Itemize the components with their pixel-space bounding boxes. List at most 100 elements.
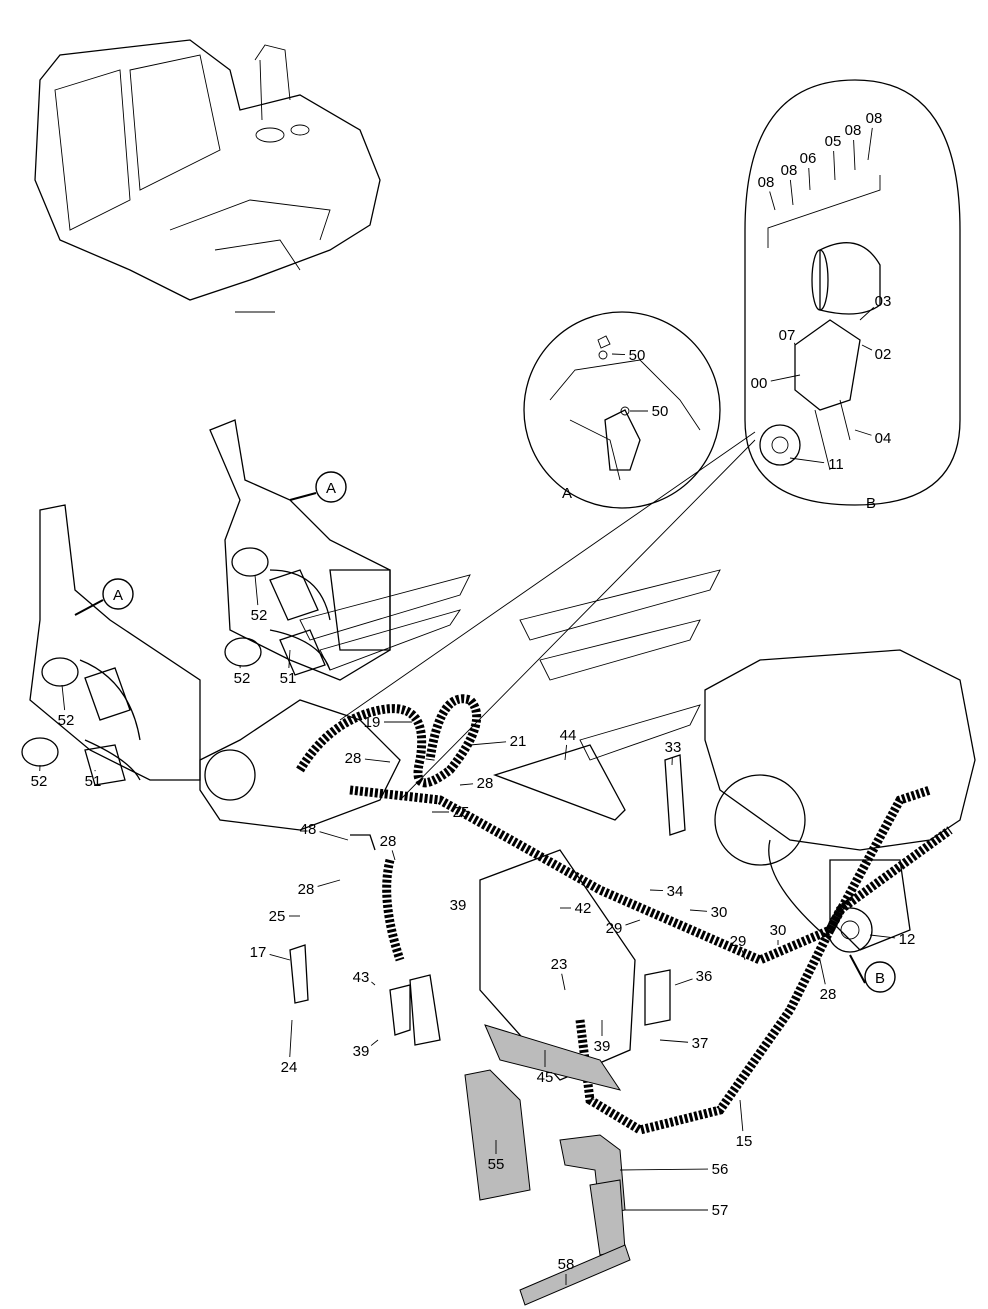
leader-line	[833, 150, 836, 181]
callout-28: 28	[345, 750, 362, 767]
leader-line	[269, 953, 291, 961]
condenser-and-parts	[289, 744, 686, 1306]
detail-view-a	[523, 311, 721, 509]
callout-39: 39	[594, 1038, 611, 1055]
callout-44: 44	[560, 727, 577, 744]
leader-line	[649, 889, 664, 892]
callout-36: 36	[696, 968, 713, 985]
background-arrows	[299, 431, 756, 801]
callout-39: 39	[450, 897, 467, 914]
callout-50: 50	[652, 403, 669, 420]
callout-08: 08	[866, 110, 883, 127]
callout-43: 43	[353, 969, 370, 986]
callout-05: 05	[825, 133, 842, 150]
leader-lines	[39, 127, 896, 1285]
callout-07: 07	[779, 327, 796, 344]
leader-line	[371, 981, 376, 986]
leader-line	[741, 950, 746, 961]
leader-line	[469, 741, 507, 746]
callout-56: 56	[712, 1161, 729, 1178]
leader-line	[370, 1039, 379, 1046]
reference-circle	[864, 961, 896, 993]
callout-29: 29	[730, 933, 747, 950]
leader-line	[289, 1019, 293, 1058]
callout-57: 57	[712, 1202, 729, 1219]
reference-circle	[102, 578, 134, 610]
callout-28: 28	[820, 986, 837, 1003]
callout-42: 42	[575, 900, 592, 917]
callout-58: 58	[558, 1256, 575, 1273]
callout-25: 25	[453, 804, 470, 821]
excavator-cab-overview	[34, 39, 381, 313]
callout-04: 04	[875, 430, 892, 447]
circled-ref-B: B	[875, 970, 885, 987]
leader-line	[254, 574, 259, 606]
leader-line	[867, 127, 873, 161]
leader-line	[288, 649, 291, 669]
leader-line	[739, 1099, 744, 1132]
leader-line	[789, 457, 825, 464]
callout-12: 12	[899, 931, 916, 948]
ac-hoses	[296, 694, 953, 1135]
callout-51: 51	[280, 670, 297, 687]
leader-line	[819, 959, 826, 985]
callout-37: 37	[692, 1035, 709, 1052]
leader-line	[789, 179, 794, 206]
leader-line	[808, 167, 811, 191]
callout-39: 39	[353, 1043, 370, 1060]
leader-line	[319, 831, 349, 841]
callout-55: 55	[488, 1156, 505, 1173]
callout-03: 03	[875, 293, 892, 310]
leader-line	[869, 934, 896, 939]
reference-arrow	[849, 954, 866, 984]
callout-B: B	[866, 495, 876, 512]
callout-51: 51	[85, 773, 102, 790]
callout-25: 25	[269, 908, 286, 925]
leader-line	[674, 978, 693, 986]
callout-08: 08	[781, 162, 798, 179]
callout-21: 21	[510, 733, 527, 750]
callout-15: 15	[736, 1133, 753, 1150]
callout-19: 19	[364, 714, 381, 731]
circled-ref-A: A	[113, 587, 123, 604]
reference-circle	[315, 471, 347, 503]
leader-line	[611, 353, 626, 356]
callout-00: 00	[751, 375, 768, 392]
leader-line	[391, 850, 396, 861]
leader-line	[364, 758, 391, 763]
callout-08: 08	[845, 122, 862, 139]
reference-arrow	[74, 599, 104, 616]
callout-33: 33	[665, 739, 682, 756]
callout-52: 52	[31, 773, 48, 790]
leader-line	[459, 783, 474, 786]
callout-A: A	[562, 485, 572, 502]
leader-line	[564, 744, 568, 761]
circled-references: A A B	[74, 471, 896, 993]
leader-line	[689, 909, 708, 912]
callout-17: 17	[250, 944, 267, 961]
leader-line	[659, 1039, 689, 1043]
callout-50: 50	[629, 347, 646, 364]
callout-08: 08	[758, 174, 775, 191]
leader-line	[625, 919, 641, 926]
callout-30: 30	[711, 904, 728, 921]
leader-line	[853, 139, 856, 171]
circled-ref-A: A	[326, 480, 336, 497]
callout-52: 52	[251, 607, 268, 624]
leader-line	[859, 307, 875, 321]
callout-52: 52	[58, 712, 75, 729]
callout-06: 06	[800, 150, 817, 167]
reference-arrow	[289, 492, 317, 501]
detail-view-b	[744, 79, 961, 506]
leader-line	[770, 374, 801, 382]
leader-line	[794, 342, 796, 346]
callout-29: 29	[606, 920, 623, 937]
callout-30: 30	[770, 922, 787, 939]
callout-48: 48	[300, 821, 317, 838]
leader-line	[854, 429, 872, 436]
callout-28: 28	[380, 833, 397, 850]
callout-52: 52	[234, 670, 251, 687]
